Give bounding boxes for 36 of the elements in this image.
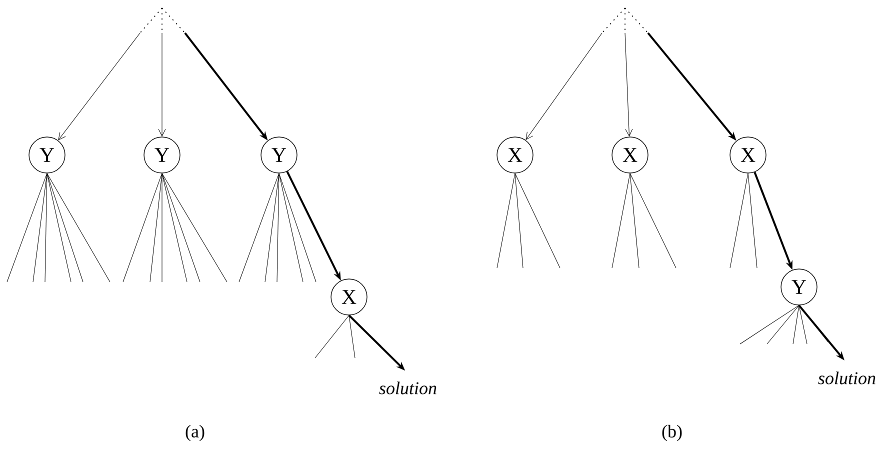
branch-line [740, 305, 800, 344]
branch-line [278, 173, 316, 282]
branch-line [46, 173, 72, 282]
branch-line [44, 173, 48, 282]
branch-line [514, 173, 560, 268]
branch-line [766, 305, 800, 344]
branch-line [46, 173, 84, 282]
branch-line [276, 173, 280, 282]
panel-label: (b) [662, 424, 682, 442]
arrow [624, 32, 633, 136]
branch-line [630, 173, 676, 268]
branch-line [798, 305, 808, 344]
solution-label: solution [818, 372, 876, 384]
branch-line [278, 173, 304, 282]
branch-line [730, 173, 748, 268]
branch-line [6, 173, 48, 282]
branch-line [162, 173, 188, 282]
branch-line [496, 173, 516, 268]
branch-line [314, 315, 350, 358]
arrow [526, 32, 602, 140]
branch-line [162, 173, 228, 282]
branch-line [162, 173, 200, 282]
solution-label: solution [379, 382, 436, 394]
branch-line [238, 173, 280, 282]
panel-label: (a) [186, 424, 204, 442]
branch-line [46, 173, 110, 282]
branch-line [630, 173, 640, 268]
branch-line [792, 305, 800, 344]
branch-line [612, 173, 630, 268]
branch-line [514, 173, 524, 268]
branch-line [798, 305, 828, 342]
branch-line [122, 173, 162, 282]
branch-line [348, 315, 356, 358]
arrow [58, 32, 140, 140]
branch-line [748, 173, 758, 268]
arrow [158, 32, 166, 136]
